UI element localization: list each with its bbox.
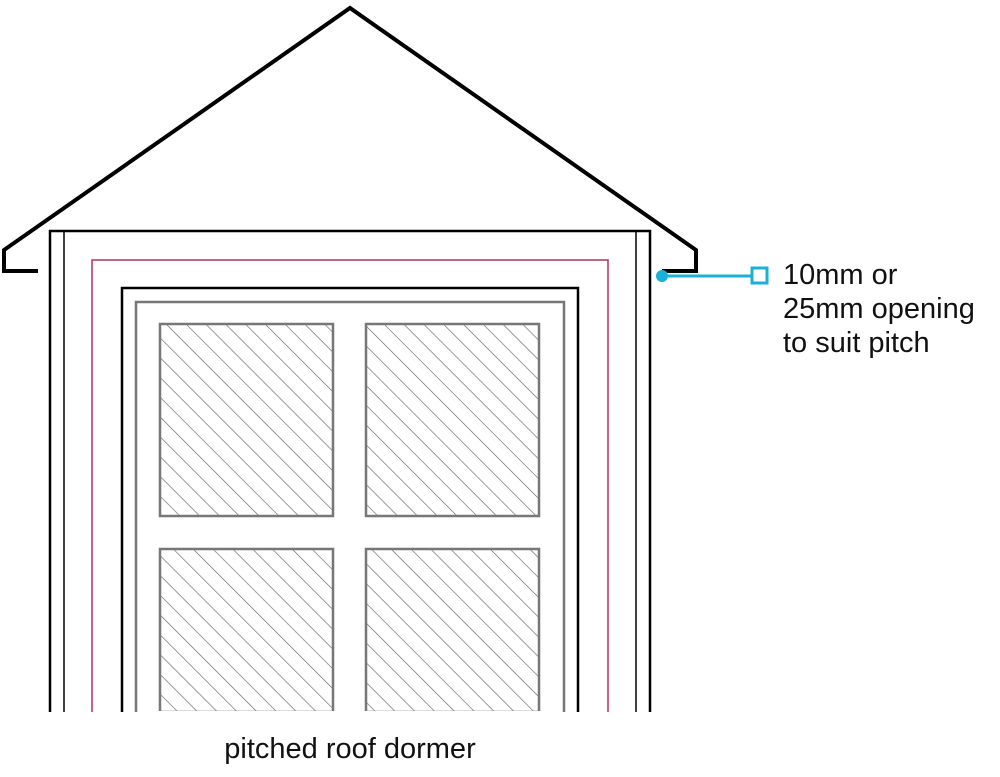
opening-annotation: 10mm or 25mm opening to suit pitch <box>783 258 975 360</box>
inner-wall-line <box>63 230 637 712</box>
window-outer-frame <box>120 286 580 712</box>
window-inner-frame <box>134 300 566 712</box>
roof-outline <box>2 5 698 273</box>
glass-pane-bottom-right <box>364 547 541 714</box>
annotation-line-3: to suit pitch <box>783 327 930 359</box>
annotation-leader-square <box>750 266 769 285</box>
annotation-line-2: 25mm opening <box>783 293 975 325</box>
glass-pane-bottom-left <box>158 547 335 714</box>
glass-pane-top-right <box>364 322 541 518</box>
annotation-line-1: 10mm or <box>783 259 898 291</box>
membrane-line <box>91 259 609 712</box>
annotation-leader-dot <box>656 270 668 282</box>
diagram-caption: pitched roof dormer <box>224 733 476 765</box>
glass-pane-top-left <box>158 322 335 518</box>
